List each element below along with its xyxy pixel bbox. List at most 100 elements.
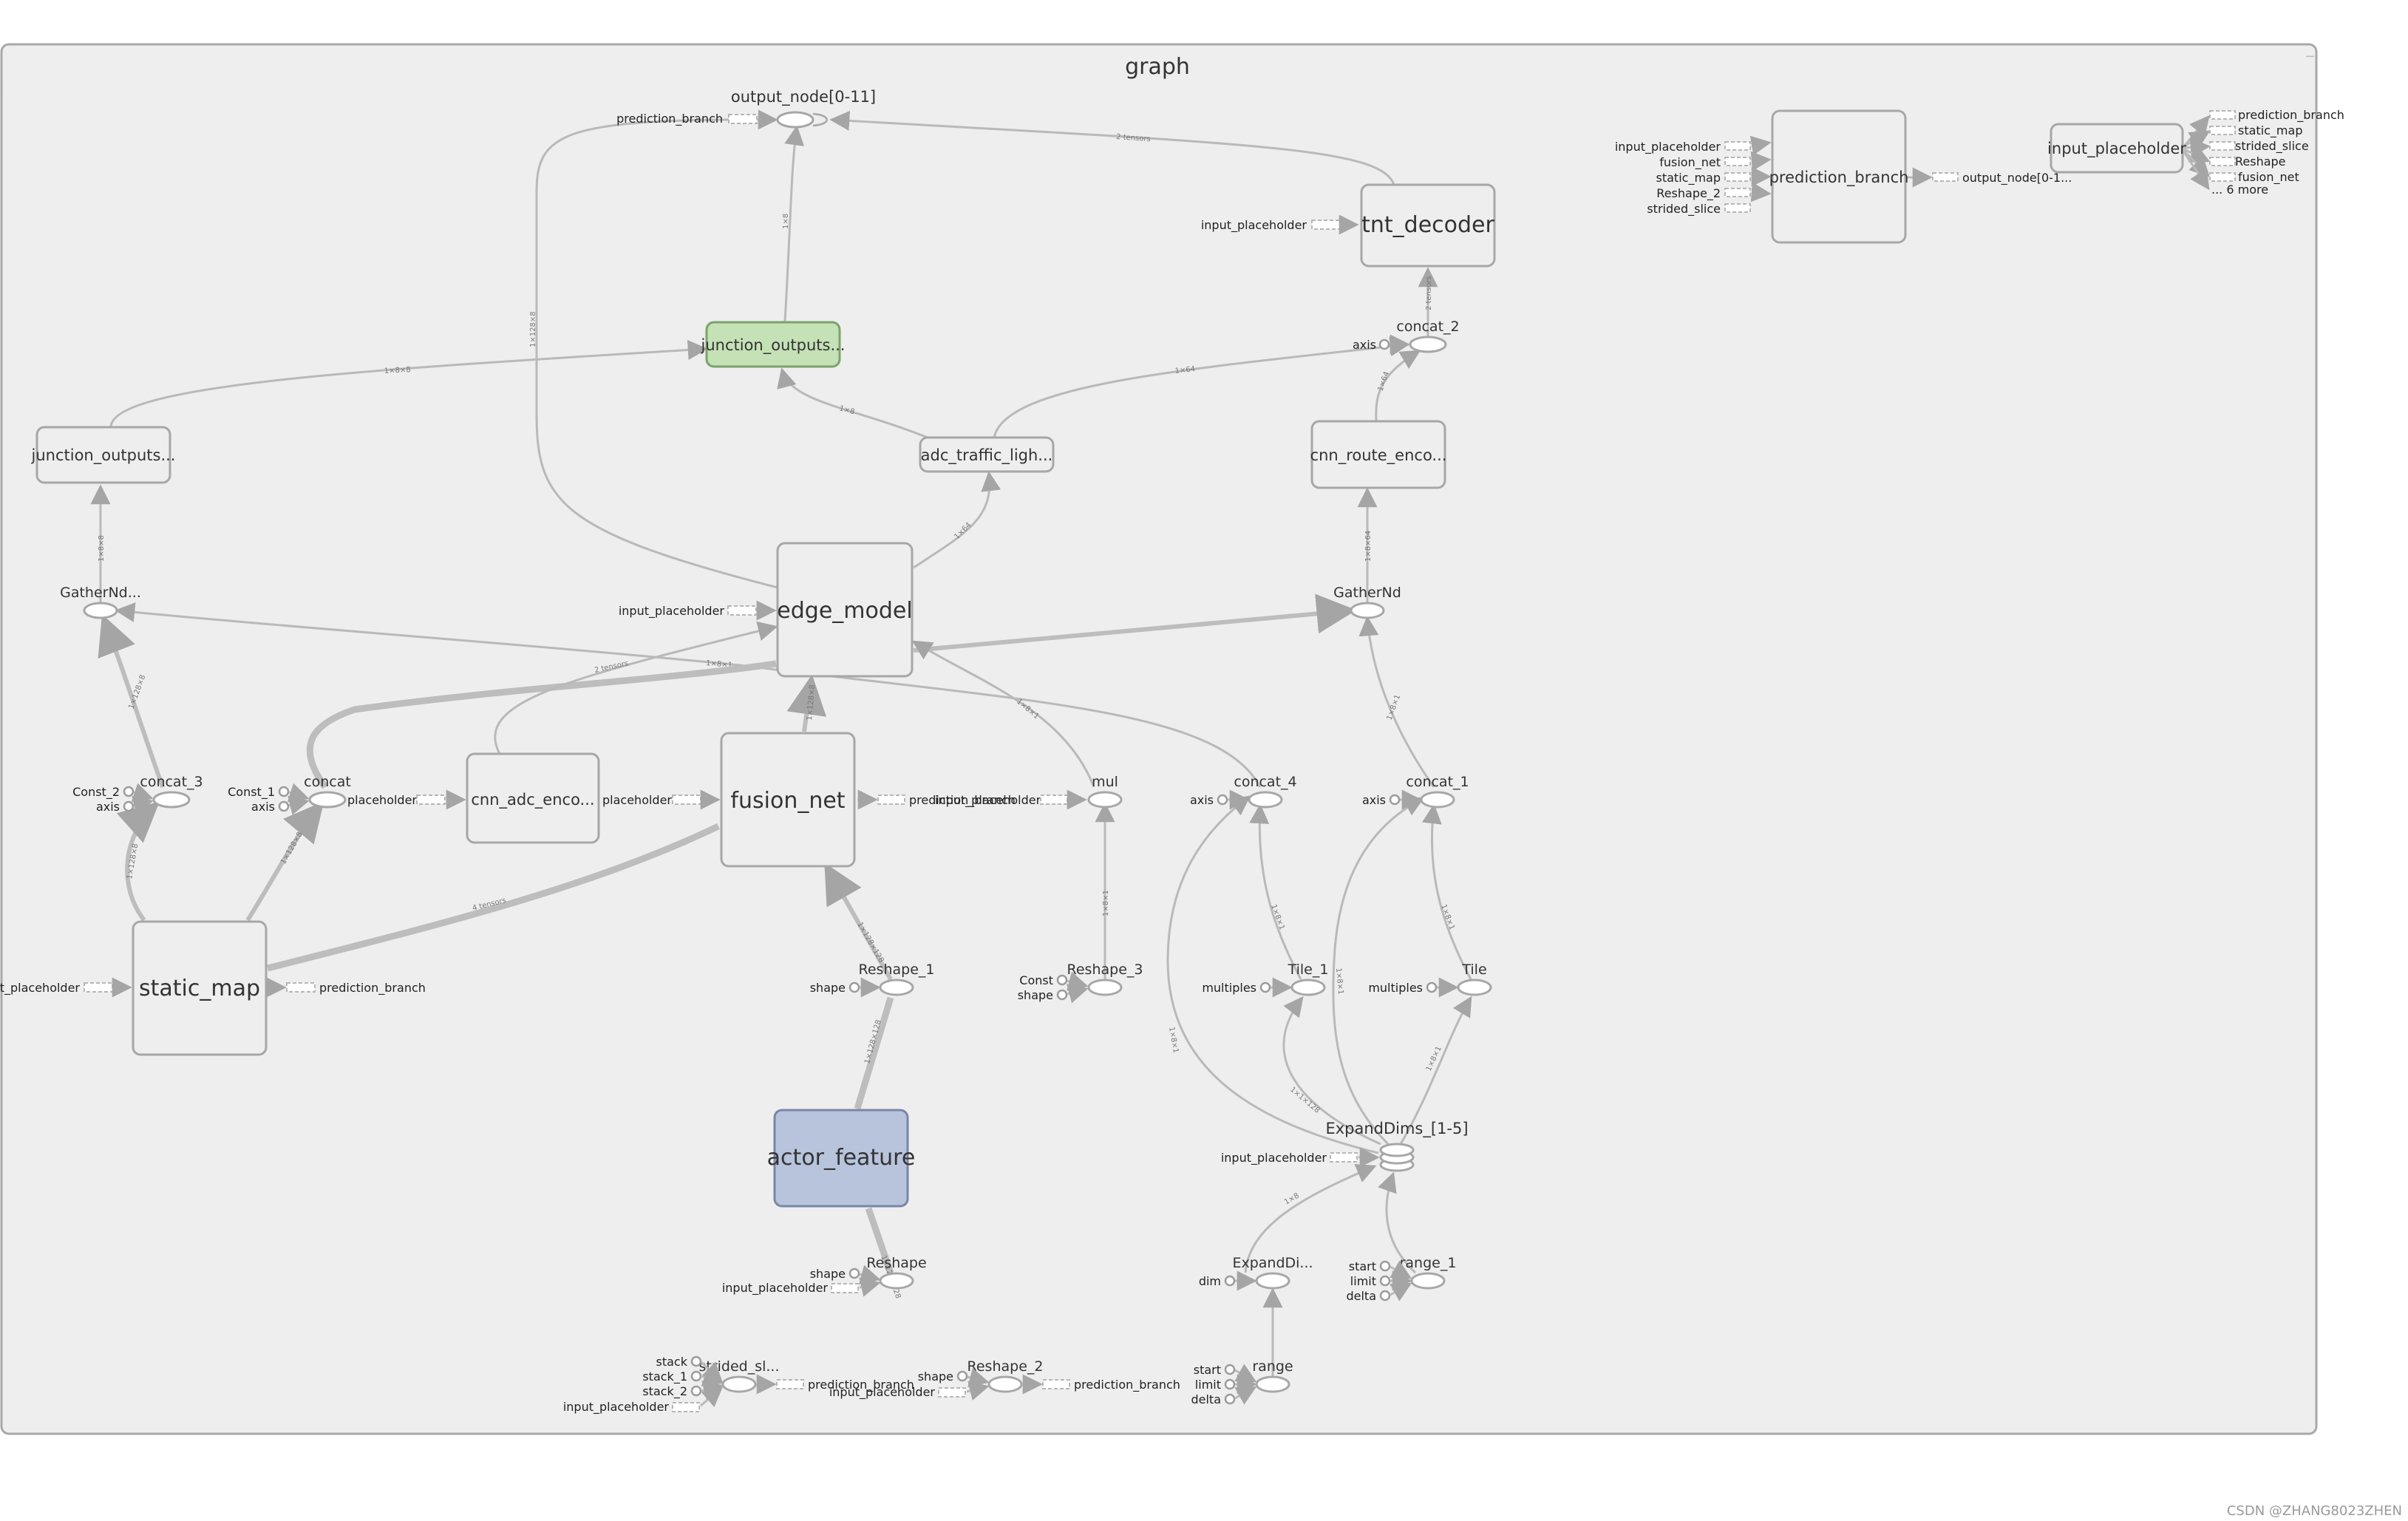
actor-feature-box[interactable] (773, 1109, 909, 1208)
fusion-net-label: fusion_net (730, 788, 845, 814)
edge-label: 1×128×8 (529, 311, 537, 347)
cnn-adc-box[interactable] (466, 752, 600, 844)
node-static-map[interactable]: static_map input_placeholder prediction_… (0, 920, 426, 1056)
node-range-1[interactable]: range_1 start limit delta (1346, 1255, 1456, 1303)
concat-1-ellipse[interactable] (1420, 791, 1455, 809)
const-dot (1379, 1260, 1391, 1272)
node-strided-slice[interactable]: strided_sl... stack stack_1 stack_2 inpu… (563, 1355, 914, 1415)
edge-label: 1×8 (838, 404, 855, 416)
const-dot (123, 800, 135, 812)
junction-outputs-green-box[interactable] (705, 321, 841, 368)
node-actor-feature[interactable]: actor_feature (767, 1109, 916, 1208)
output-node-ellipse[interactable] (776, 111, 814, 129)
edge-model-label: edge_model (777, 598, 912, 624)
const-dot (1379, 1290, 1391, 1301)
node-concat[interactable]: concat Const_1 axis (228, 774, 351, 815)
concat-ellipse[interactable] (308, 791, 347, 809)
stub-label: placeholder (602, 793, 672, 807)
reshape-1-ellipse[interactable] (879, 979, 914, 996)
cnn-route-box[interactable] (1310, 420, 1446, 489)
node-reshape-1[interactable]: Reshape_1 shape (810, 962, 935, 998)
edge-label: 1×8×64 (1364, 531, 1373, 562)
node-mul[interactable]: mul (1040, 774, 1123, 810)
reshape-3-ellipse[interactable] (1087, 979, 1123, 996)
adc-traffic-box[interactable] (919, 436, 1055, 473)
expanddims-stack-top[interactable] (1379, 1143, 1415, 1157)
concat-2-ellipse[interactable] (1409, 336, 1447, 353)
stub (1724, 203, 1751, 213)
node-reshape[interactable]: Reshape shape input_placeholder (722, 1255, 927, 1297)
node-gathernd-left[interactable]: GatherNd... (60, 585, 141, 619)
node-concat-3[interactable]: concat_3 Const_2 axis (72, 774, 203, 815)
edge-edgemodel-gather (913, 593, 1357, 653)
stub-label: Reshape_2 (1656, 186, 1721, 201)
node-tnt-decoder[interactable]: tnt_decoder input_placeholder (1201, 183, 1496, 268)
tile-ellipse[interactable] (1457, 979, 1492, 996)
node-range[interactable]: range start limit delta (1191, 1358, 1293, 1406)
range-ellipse[interactable] (1255, 1375, 1290, 1393)
tile-1-ellipse[interactable] (1290, 979, 1326, 996)
reshape-3-label: Reshape_3 (1067, 962, 1143, 978)
const-dot (690, 1385, 702, 1397)
node-cnn-adc[interactable]: cnn_adc_enco... placeholder (347, 752, 600, 844)
more-label[interactable]: ... 6 more (2211, 183, 2268, 197)
gathernd-right-label: GatherNd (1333, 585, 1401, 601)
node-gathernd-right[interactable]: GatherNd (1333, 585, 1401, 619)
stub (1311, 220, 1341, 230)
node-output-node[interactable]: output_node[0-11] prediction_branch (616, 88, 876, 129)
edge-label: 1×8×8 (384, 366, 411, 375)
expanddims-small-ellipse[interactable] (1255, 1272, 1290, 1290)
node-tile-1[interactable]: Tile_1 multiples (1202, 962, 1328, 998)
input-placeholder-box[interactable] (2050, 123, 2184, 174)
node-junction-outputs-left[interactable]: junction_outputs... (31, 426, 176, 484)
collapse-icon[interactable]: − (2305, 49, 2316, 64)
reshape-2-ellipse[interactable] (987, 1375, 1023, 1393)
fusion-net-box[interactable] (720, 732, 856, 868)
stub-label: strided_slice (1647, 202, 1721, 217)
node-expanddims-main[interactable]: ExpandDims_[1-5] input_placeholder (1221, 1120, 1469, 1172)
node-expanddims-small[interactable]: ExpandDi... dim (1199, 1255, 1313, 1291)
strided-slice-ellipse[interactable] (721, 1375, 757, 1393)
edge-tile1-concat4 (1249, 803, 1302, 980)
junction-outputs-left-box[interactable] (35, 426, 171, 484)
reshape-1-label: Reshape_1 (859, 962, 935, 978)
mul-ellipse[interactable] (1087, 791, 1123, 809)
node-fusion-net[interactable]: fusion_net placeholder prediction_branch… (602, 732, 1041, 868)
node-concat-2[interactable]: concat_2 axis (1353, 319, 1460, 355)
prediction-branch-box[interactable] (1771, 109, 1907, 244)
node-input-placeholder[interactable]: input_placeholder prediction_branch stat… (2047, 108, 2344, 197)
node-adc-traffic[interactable]: adc_traffic_ligh... (919, 436, 1055, 473)
node-reshape-2[interactable]: Reshape_2 shape input_placeholder predic… (829, 1358, 1180, 1401)
node-tile[interactable]: Tile multiples (1368, 962, 1492, 998)
stub (1724, 172, 1751, 182)
node-concat-4[interactable]: concat_4 axis (1190, 774, 1297, 810)
concat-4-ellipse[interactable] (1248, 791, 1283, 809)
node-prediction-branch[interactable]: prediction_branch input_placeholder fusi… (1615, 109, 2072, 244)
const-arrow (288, 795, 310, 815)
gathernd-left-ellipse[interactable] (83, 602, 118, 619)
const-label: shape (810, 1267, 846, 1281)
node-cnn-route[interactable]: cnn_route_enco... (1310, 420, 1447, 489)
edge-expandsmall-expand (1244, 1163, 1377, 1273)
const-dot (1426, 981, 1438, 993)
edge-juncleft-juncgreen (109, 340, 708, 428)
edge-model-box[interactable] (776, 542, 914, 678)
node-reshape-3[interactable]: Reshape_3 Const shape (1018, 962, 1143, 1004)
node-concat-1[interactable]: concat_1 axis (1362, 774, 1469, 810)
static-map-box[interactable] (132, 920, 268, 1056)
edge-static-fusion (266, 823, 720, 972)
range-1-ellipse[interactable] (1410, 1272, 1446, 1290)
gathernd-right-ellipse[interactable] (1350, 602, 1385, 619)
node-junction-outputs-green[interactable]: junction_outputs... (701, 321, 846, 368)
edge-edgemodel-adc (913, 471, 1001, 569)
node-edge-model[interactable]: edge_model input_placeholder (619, 542, 914, 678)
stub-label: prediction_branch (2238, 108, 2344, 123)
stub (1040, 794, 1068, 805)
stub (672, 794, 701, 805)
reshape-ellipse[interactable] (879, 1272, 914, 1290)
adc-traffic-label: adc_traffic_ligh... (921, 446, 1053, 465)
concat-3-ellipse[interactable] (152, 791, 191, 809)
tnt-decoder-box[interactable] (1360, 183, 1496, 268)
const-dot (123, 786, 135, 797)
edge-mul-edgemodel (911, 640, 1095, 788)
